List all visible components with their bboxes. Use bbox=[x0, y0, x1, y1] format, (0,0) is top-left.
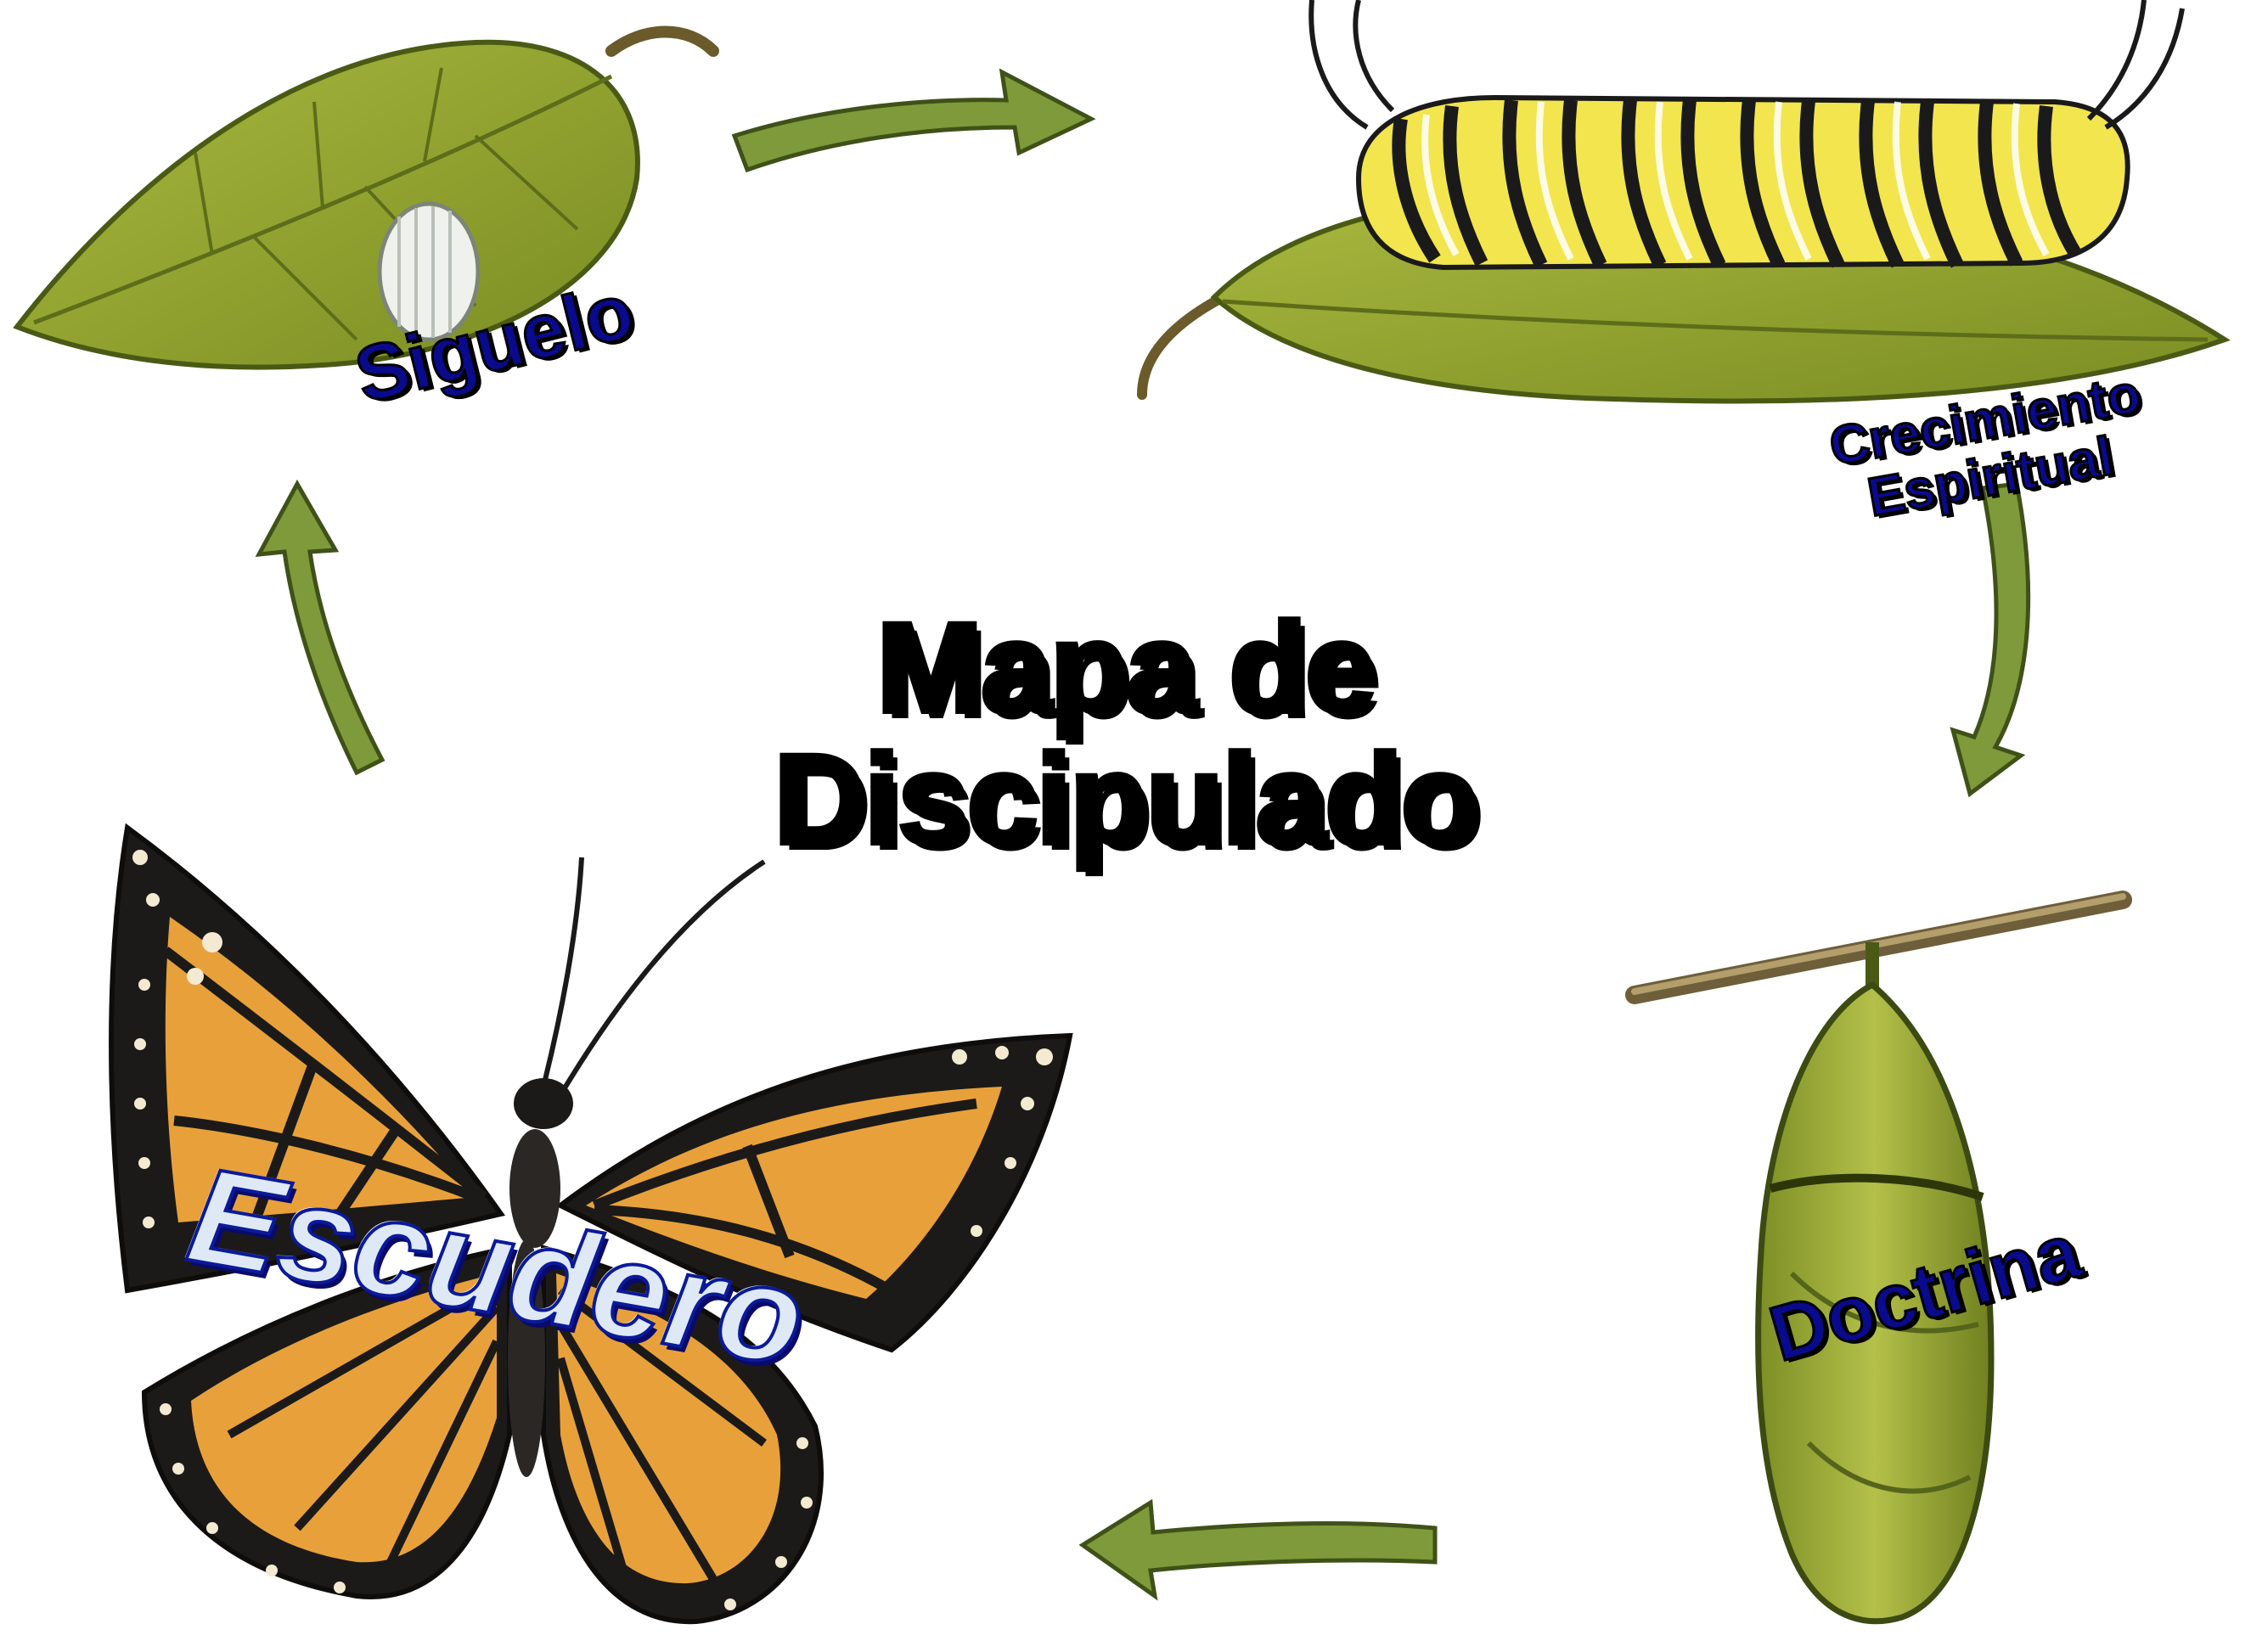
egg-ridges bbox=[397, 206, 452, 338]
leaf-stem bbox=[605, 25, 719, 57]
butterfly-abdomen bbox=[508, 1239, 545, 1477]
arrows bbox=[255, 68, 2031, 1601]
egg bbox=[377, 201, 481, 342]
title-line-2: Discipulado bbox=[771, 725, 1481, 873]
arrow-caterpillar-to-chrysalis bbox=[1950, 481, 2031, 798]
leaf-vein bbox=[1222, 299, 2209, 342]
chrysalis-band bbox=[1769, 1173, 1984, 1201]
antenna bbox=[1308, 0, 1395, 130]
caterpillar bbox=[1308, 0, 2185, 271]
caterpillar-leaf-illustration bbox=[1137, 0, 2231, 404]
leaf-stem bbox=[1137, 288, 1236, 400]
chrysalis-fold bbox=[1789, 1271, 1979, 1334]
butterfly-thorax bbox=[509, 1129, 560, 1248]
chrysalis-illustration bbox=[1625, 891, 2132, 1625]
antenna bbox=[541, 857, 584, 1087]
leaf-vein bbox=[33, 74, 613, 325]
antenna bbox=[2086, 0, 2185, 130]
title-line-1: Mapa de bbox=[874, 593, 1378, 741]
arrow-chrysalis-to-butterfly bbox=[1078, 1498, 1438, 1601]
butterfly-head bbox=[514, 1078, 573, 1129]
chrysalis-fold bbox=[1806, 1441, 1972, 1494]
butterfly-illustration bbox=[109, 823, 1073, 1625]
egg-leaf-illustration bbox=[13, 25, 719, 370]
leaf-vein-branch bbox=[194, 67, 579, 341]
chrysalis-body bbox=[1755, 981, 1995, 1625]
arrow-butterfly-to-egg bbox=[255, 479, 385, 776]
arrow-egg-to-caterpillar bbox=[731, 68, 1096, 173]
antenna bbox=[558, 859, 766, 1097]
